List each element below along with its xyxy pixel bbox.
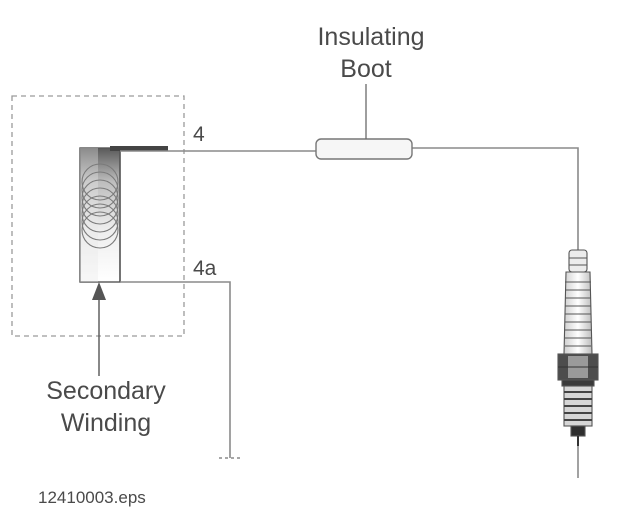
insulating-boot-label-line2: Boot <box>340 55 391 83</box>
coil-enclosure-dashed-border <box>11 95 185 337</box>
insulating-boot <box>315 138 413 160</box>
high-tension-wire-terminal-4 <box>120 147 579 250</box>
terminal-4a-label: 4a <box>193 257 217 280</box>
terminal-4-label: 4 <box>193 123 205 146</box>
coil-windings-icon <box>81 163 119 249</box>
secondary-winding-arrow <box>92 282 106 376</box>
insulating-boot-label-line1: Insulating <box>317 23 424 51</box>
ground-wire-terminal-4a <box>120 281 231 458</box>
spark-plug-icon <box>557 249 599 446</box>
secondary-winding-core <box>79 146 168 283</box>
file-name-label: 12410003.eps <box>38 488 146 507</box>
secondary-winding-label-line2: Winding <box>61 409 151 437</box>
secondary-winding-label-line1: Secondary <box>46 377 166 405</box>
